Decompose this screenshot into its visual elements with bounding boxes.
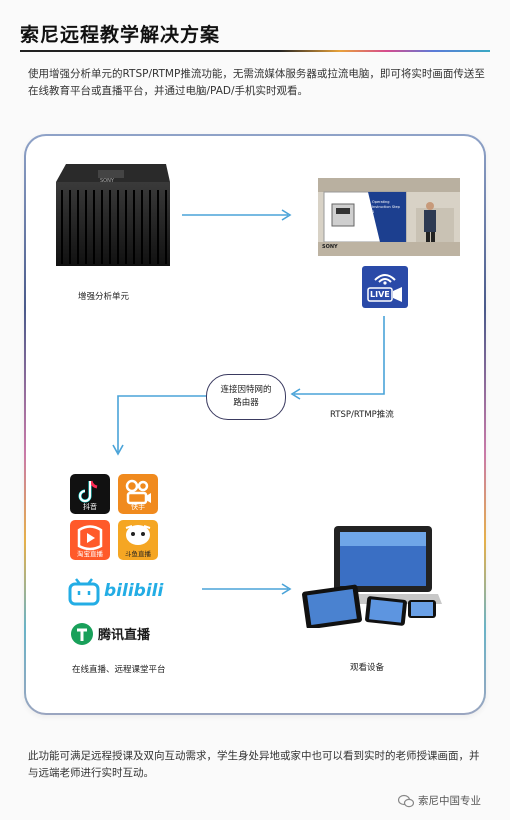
page-title: 索尼远程教学解决方案	[20, 24, 221, 46]
taobao-label: 淘宝直播	[77, 550, 103, 558]
classroom-screen-image: Operating Instruction Step 1 SONY	[318, 178, 460, 256]
kuaishou-label: 快手	[131, 503, 145, 511]
title-divider	[20, 50, 490, 52]
kuaishou-app-icon: 快手	[118, 474, 158, 514]
screen-brand: SONY	[322, 244, 338, 250]
bilibili-logo: bilibili	[68, 576, 178, 608]
arrow-to-devices	[202, 583, 292, 595]
device-brand: SONY	[100, 178, 114, 184]
router-node: 连接因特网的 路由器	[206, 374, 286, 420]
douyu-app-icon: 斗鱼直播	[118, 520, 158, 560]
douyin-label: 抖音	[83, 503, 97, 511]
wechat-icon	[398, 794, 414, 807]
device-label: 增强分析单元	[78, 292, 130, 302]
taobao-live-app-icon: 淘宝直播	[70, 520, 110, 560]
watermark: 索尼中国专业	[398, 793, 481, 808]
live-stream-icon: LIVE	[362, 266, 408, 308]
viewing-devices-image	[300, 520, 442, 630]
bilibili-label: bilibili	[104, 581, 164, 601]
arrow-to-screen	[182, 209, 292, 221]
live-badge-text: LIVE	[370, 290, 390, 299]
watermark-text: 索尼中国专业	[418, 795, 481, 807]
intro-paragraph: 使用增强分析单元的RTSP/RTMP推流功能，无需流媒体服务器或拉流电脑，即可将…	[28, 68, 485, 97]
screen-slide-text: Operating Instruction Step 1	[372, 200, 400, 214]
arrow-to-platforms	[112, 395, 206, 456]
tencent-live-logo: 腾讯直播	[70, 620, 180, 648]
arrow-to-router	[290, 316, 385, 400]
bottom-paragraph: 此功能可满足远程授课及双向互动需求，学生身处异地或家中也可以看到实时的老师授课画…	[28, 750, 480, 779]
router-label-line1: 连接因特网的	[220, 385, 272, 395]
viewing-label: 观看设备	[350, 663, 385, 673]
douyu-label: 斗鱼直播	[125, 550, 151, 558]
platforms-label: 在线直播、远程课堂平台	[72, 665, 166, 675]
tencent-label: 腾讯直播	[98, 628, 151, 643]
router-label-line2: 路由器	[233, 398, 259, 408]
douyin-app-icon: 抖音	[70, 474, 110, 514]
analysis-unit-image: SONY	[48, 160, 174, 272]
stream-label: RTSP/RTMP推流	[330, 410, 394, 420]
